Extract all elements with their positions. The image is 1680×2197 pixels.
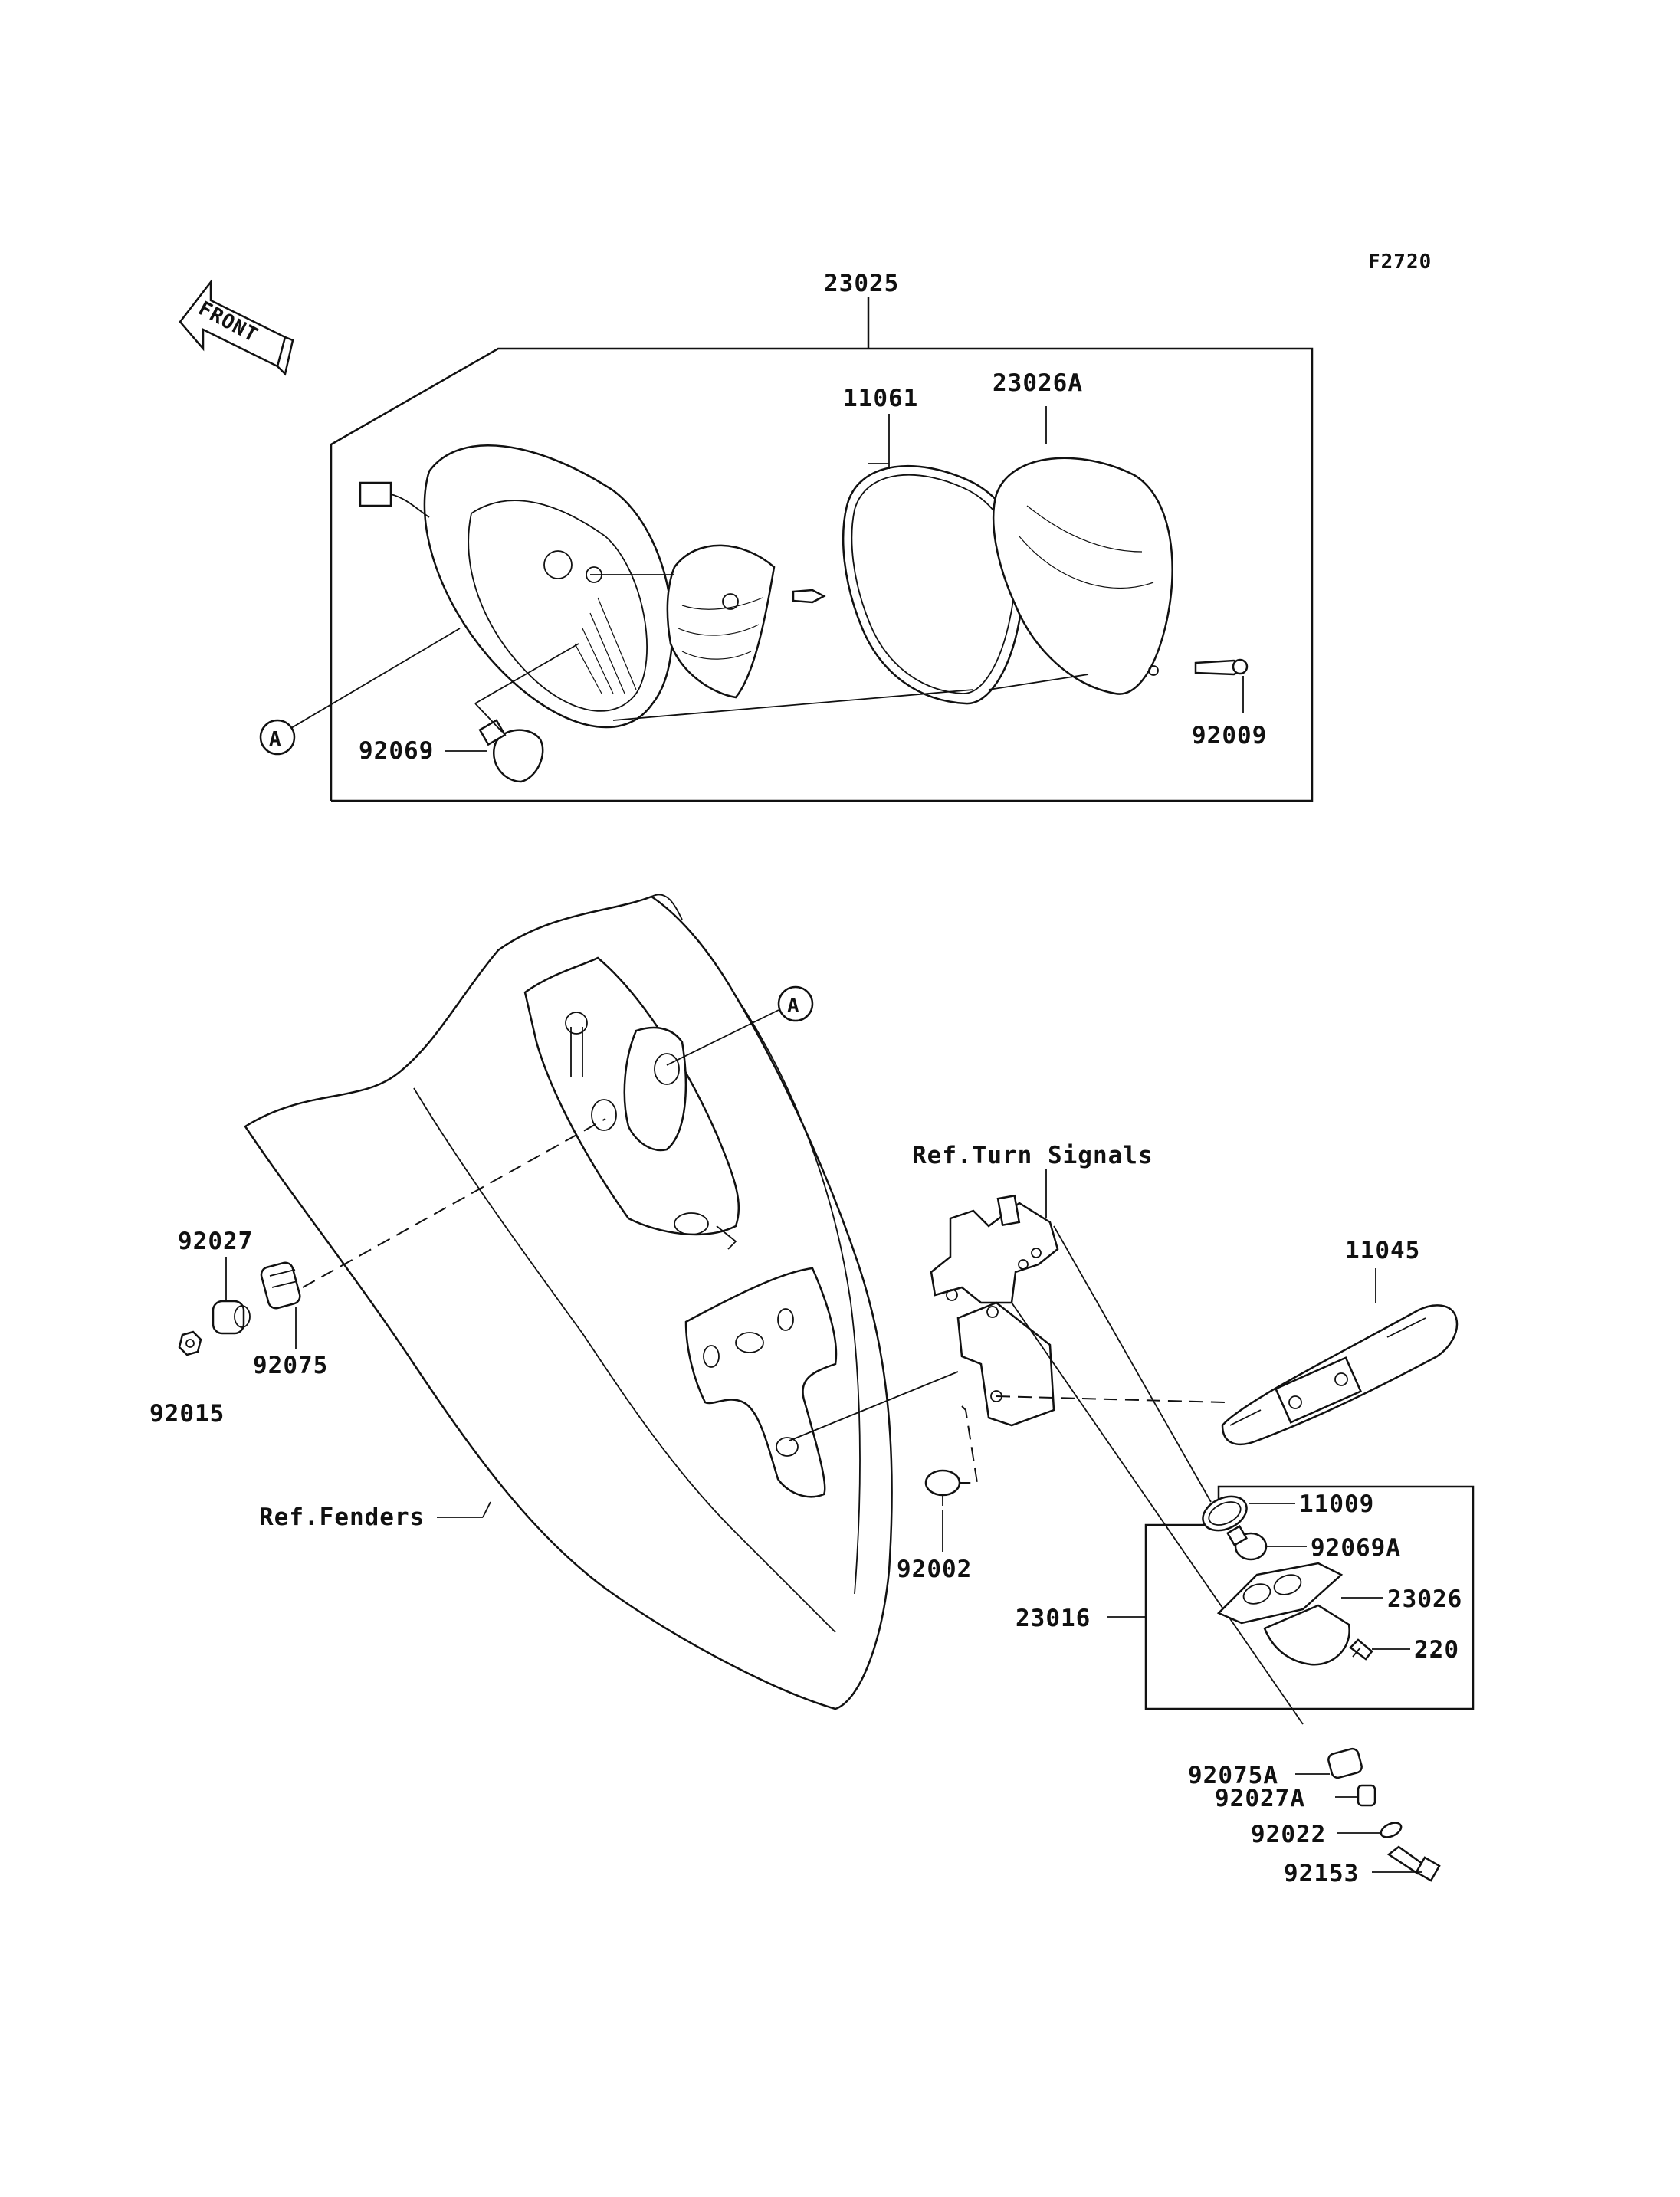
grommet-92075A <box>1327 1747 1363 1779</box>
label-92075A: 92075A <box>1188 1762 1278 1789</box>
diagram-code: F2720 <box>1368 251 1432 274</box>
grommet-92075 <box>260 1261 301 1310</box>
label-11009: 11009 <box>1299 1490 1374 1518</box>
front-arrow-icon: FRONT <box>179 279 294 376</box>
tail-lamp-housing <box>359 444 674 729</box>
bulb-92069 <box>478 719 544 783</box>
tail-lamp-assembly-box <box>330 297 1314 802</box>
label-92027A: 92027A <box>1215 1785 1305 1812</box>
marker-a-top-label: A <box>269 728 282 751</box>
gasket-11061 <box>842 464 1025 705</box>
label-23026A: 23026A <box>993 369 1083 397</box>
label-92009: 92009 <box>1192 722 1267 749</box>
lens-23026A <box>992 457 1173 695</box>
label-220: 220 <box>1414 1636 1459 1664</box>
ref-fenders-label: Ref.Fenders <box>259 1503 425 1531</box>
license-bracket <box>930 1194 1059 1427</box>
bracket-11045 <box>1221 1304 1459 1446</box>
label-92153: 92153 <box>1284 1860 1359 1887</box>
label-92002: 92002 <box>897 1556 972 1583</box>
label-92075: 92075 <box>253 1352 328 1379</box>
gasket-11009 <box>1202 1495 1248 1532</box>
rear-fender <box>244 894 893 1710</box>
label-11061: 11061 <box>843 385 918 412</box>
nut-92002 <box>924 1469 961 1506</box>
label-92015: 92015 <box>149 1400 225 1428</box>
nut-92015 <box>178 1330 202 1356</box>
reference-marker-a-bottom: A <box>777 985 814 1022</box>
label-92069: 92069 <box>359 737 434 765</box>
lens-23026 <box>1216 1562 1350 1666</box>
ref-turn-signals-label: Ref.Turn Signals <box>912 1142 1153 1169</box>
collar-92027A <box>1357 1784 1376 1807</box>
label-23026: 23026 <box>1387 1585 1462 1613</box>
license-lamp-assembly-box <box>1144 1485 1475 1710</box>
label-23025: 23025 <box>824 270 899 297</box>
label-23016: 23016 <box>1016 1605 1091 1632</box>
label-92027: 92027 <box>178 1228 253 1255</box>
marker-a-bottom-label: A <box>787 995 800 1018</box>
collar-92027 <box>212 1300 251 1335</box>
washer-92022 <box>1380 1822 1403 1838</box>
label-92022: 92022 <box>1251 1821 1326 1848</box>
reflector-unit <box>666 544 826 699</box>
screw-92009 <box>1194 658 1249 676</box>
bolt-92153 <box>1386 1845 1441 1882</box>
reference-marker-a-top: A <box>259 719 296 756</box>
label-11045: 11045 <box>1345 1237 1420 1264</box>
bulb-92069A <box>1226 1524 1268 1561</box>
screw-220 <box>1349 1638 1373 1661</box>
label-92069A: 92069A <box>1311 1534 1401 1562</box>
